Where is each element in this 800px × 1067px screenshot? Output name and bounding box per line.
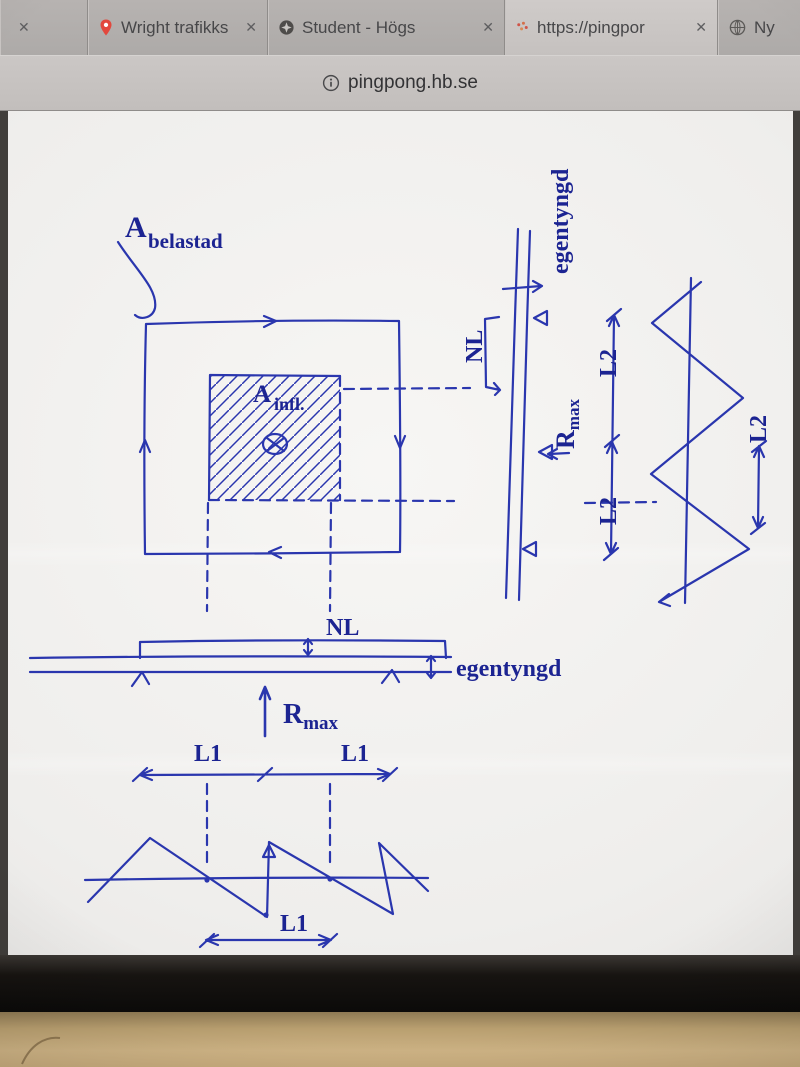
loaded-area-label-sub: belastad	[148, 229, 223, 253]
beam-top-tick	[501, 279, 544, 294]
payload-bracket	[483, 315, 502, 397]
selfweight-label-vertical: egentyngd	[548, 168, 574, 274]
payload-arrow	[302, 637, 314, 657]
reaction-arrow-vertical	[546, 447, 571, 461]
reaction-label-vertical: Rmax	[551, 399, 583, 449]
desk-surface	[0, 1012, 800, 1067]
map-pin-icon	[98, 18, 114, 37]
tab-label: https://pingpor	[537, 17, 645, 37]
span-label-l1-right: L1	[341, 741, 369, 767]
address-bar[interactable]: pingpong.hb.se	[0, 55, 800, 111]
diagram-page: A belastad A infl.	[8, 111, 793, 955]
tab-partial[interactable]: ✕	[0, 0, 88, 55]
tab-label: Wright trafikks	[121, 17, 229, 37]
span-label-l1-bottom: L1	[280, 911, 308, 937]
globe-icon	[728, 18, 747, 37]
support-marks-horizontal	[130, 668, 401, 688]
tab-label: Student - Högs	[302, 17, 416, 37]
span-label-l1-left: L1	[194, 741, 222, 767]
tab-close-icon[interactable]: ✕	[695, 19, 707, 35]
l1-dimension-line	[131, 766, 399, 783]
beam-lines-vertical	[504, 227, 532, 602]
shear-axis-vertical	[683, 276, 693, 605]
longitudinal-beam-elevation: NL egentyngd Rmax L1 L1	[28, 615, 562, 870]
browser-tab-bar: ✕ Wright trafikks ✕ Student - Högs ✕ htt…	[0, 0, 800, 55]
tab-wright-trafik[interactable]: Wright trafikks ✕	[88, 0, 268, 55]
reaction-sub: max	[564, 399, 583, 431]
page-content-area: A belastad A infl.	[0, 111, 800, 955]
zero-crossing-dots	[204, 876, 333, 918]
l1-dimension-bottom	[198, 932, 339, 949]
span-label-l2-right: L2	[746, 415, 772, 443]
influence-area-hatch	[210, 375, 340, 500]
column-centre-symbol	[261, 432, 289, 456]
tab-close-icon[interactable]: ✕	[245, 19, 257, 35]
vertical-beam-elevation: egentyngd NL Rmax L2 L2	[462, 168, 623, 602]
selfweight-arrow	[425, 654, 437, 680]
l2-dimension-line	[602, 307, 623, 562]
influence-area-border-solid	[207, 373, 342, 502]
tab-student[interactable]: Student - Högs ✕	[268, 0, 505, 55]
selfweight-label-horizontal: egentyngd	[456, 656, 562, 682]
pingpong-dots-icon	[515, 20, 530, 35]
midspan-dashed-lines	[205, 782, 332, 870]
transverse-shear-diagram: L2	[649, 276, 772, 608]
payload-label-horizontal: NL	[326, 615, 359, 641]
jump-arrowhead-triangle	[261, 843, 277, 859]
url-text: pingpong.hb.se	[348, 72, 478, 93]
construction-dashed-lines	[205, 374, 658, 613]
desk-scratch-mark	[21, 1036, 61, 1065]
tab-new[interactable]: Ny	[718, 0, 800, 55]
tab-label: Ny	[754, 17, 775, 37]
payload-strip	[138, 639, 448, 660]
leader-curve	[116, 240, 157, 319]
reaction-main: R	[283, 699, 304, 730]
reaction-sub: max	[303, 713, 338, 734]
beam-lines-horizontal	[28, 655, 453, 674]
longitudinal-shear-diagram: L1	[83, 836, 430, 949]
university-crest-icon	[278, 19, 295, 36]
shear-curve-vertical	[649, 280, 751, 608]
reaction-arrow-horizontal	[258, 685, 272, 738]
tab-close-icon[interactable]: ✕	[18, 19, 30, 35]
loaded-area-label-main: A	[125, 211, 147, 244]
influence-area-label-main: A	[253, 381, 271, 408]
hand-drawn-influence-diagram: A belastad A infl.	[28, 168, 772, 949]
reaction-main: R	[551, 430, 580, 449]
span-label-l2-lower: L2	[596, 497, 622, 525]
reaction-label-horizontal: Rmax	[283, 699, 339, 734]
shear-curve-horizontal	[86, 836, 430, 919]
laptop-bezel	[0, 955, 800, 1012]
influence-area-label-sub: infl.	[274, 394, 305, 414]
shear-axis-horizontal	[83, 876, 430, 882]
outline-direction-arrows	[138, 314, 407, 560]
payload-label-vertical: NL	[462, 330, 488, 363]
plan-view: A belastad A infl.	[116, 211, 658, 613]
tab-pingpong-active[interactable]: https://pingpor ✕	[505, 0, 718, 55]
tab-close-icon[interactable]: ✕	[482, 19, 494, 35]
l2-dimension-right	[749, 439, 768, 536]
span-label-l2-upper: L2	[596, 349, 622, 377]
page-info-icon[interactable]	[322, 74, 340, 92]
